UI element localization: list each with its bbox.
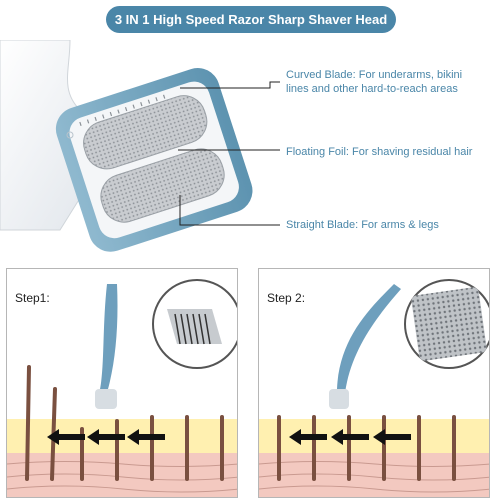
callout-straight-blade: Straight Blade: For arms & legs [286,218,496,232]
step1-panel: Step1: [6,268,238,498]
callout-curved-blade: Curved Blade: For underarms, bikini line… [286,68,496,96]
title-banner: 3 IN 1 High Speed Razor Sharp Shaver Hea… [106,6,396,33]
magnify-foil-icon [411,287,487,361]
step2-panel: Step 2: [258,268,490,498]
step1-label: Step1: [15,291,50,305]
step2-illustration [259,279,489,497]
title-text: 3 IN 1 High Speed Razor Sharp Shaver Hea… [114,12,388,27]
callout-curved-line2: lines and other hard-to-reach areas [286,83,458,95]
callout-floating-foil: Floating Foil: For shaving residual hair [286,145,496,159]
callout-curved-line1: Curved Blade: For underarms, bikini [286,69,463,81]
callout-straight-text: Straight Blade: For arms & legs [286,219,439,231]
step2-label: Step 2: [267,291,306,305]
callout-lines [178,81,280,226]
callout-foil-text: Floating Foil: For shaving residual hair [286,146,473,158]
arrow-left-icon [47,429,165,445]
magnify-blade-icon [167,309,222,345]
step1-illustration [7,279,237,497]
shaver-head-illustration [0,40,253,252]
